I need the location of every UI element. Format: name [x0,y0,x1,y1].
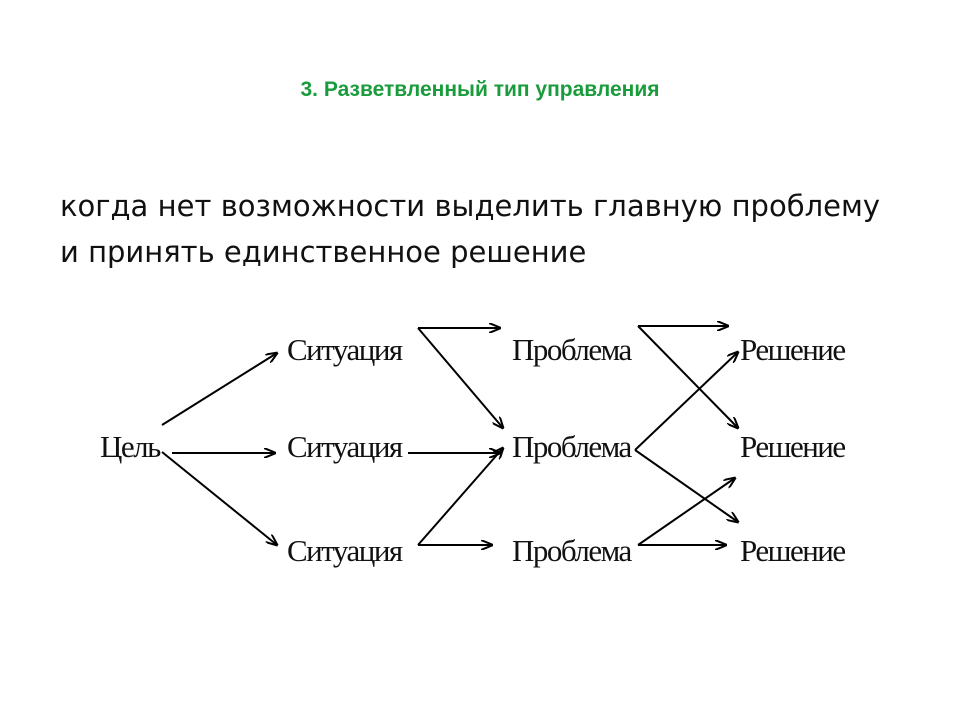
arrow-goal-situation-1 [161,353,277,426]
slide-description: когда нет возможности выделить главную п… [60,189,880,269]
arrow-situation3-problem2 [417,448,503,546]
problem-node-2: Проблема [512,429,633,464]
solution-node-2: Решение [740,429,845,464]
problem-node-3: Проблема [512,533,633,568]
slide-title: 3. Разветвленный тип управления [300,78,660,101]
situation-node-1: Ситуация [287,332,403,367]
arrow-problem3-solution2 [637,478,735,546]
problem-node-1: Проблема [512,332,633,367]
situation-node-2: Ситуация [287,429,403,464]
arrow-problem2-solution3 [634,449,738,522]
solution-node-1: Решение [740,332,845,367]
arrow-problem2-solution1 [634,352,738,451]
situation-node-3: Ситуация [287,533,403,568]
arrow-problem1-solution2 [637,325,738,428]
goal-node: Цель [100,429,161,464]
solution-node-3: Решение [740,533,845,568]
arrow-goal-situation-3 [161,451,277,545]
arrow-situation1-problem2 [417,327,503,428]
